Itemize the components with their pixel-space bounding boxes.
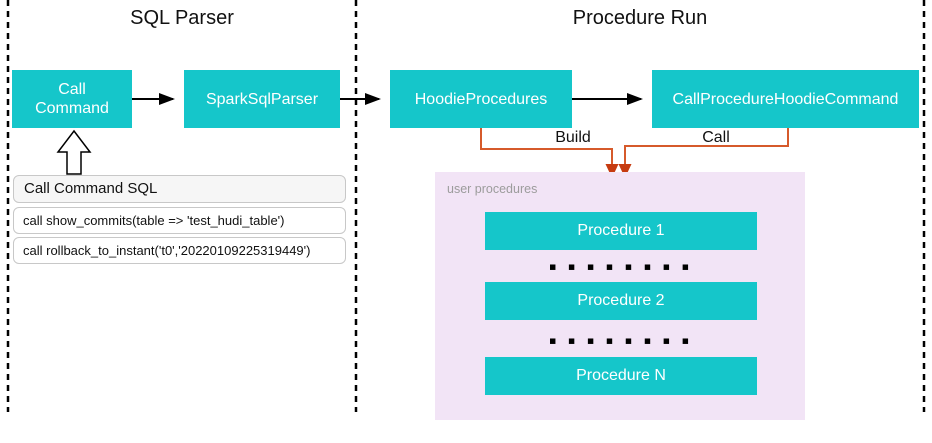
- ellipsis-dots: ▪ ▪ ▪ ▪ ▪ ▪ ▪ ▪: [548, 260, 694, 273]
- node-procedure-1-label: Procedure 1: [577, 222, 665, 239]
- node-procedure-n: Procedure N: [485, 357, 757, 395]
- node-procedure-2: Procedure 2: [485, 282, 757, 320]
- node-call-procedure-hoodie-command: CallProcedureHoodieCommand: [652, 70, 919, 128]
- call-arrowhead-icon: [618, 164, 632, 178]
- node-call-command: Call Command: [12, 70, 132, 128]
- build-arrowhead-icon: [605, 164, 619, 178]
- node-spark-sql-parser-label: SparkSqlParser: [205, 90, 319, 108]
- node-call-procedure-hoodie-command-label: CallProcedureHoodieCommand: [672, 90, 899, 108]
- node-hoodie-procedures-label: HoodieProcedures: [414, 90, 548, 108]
- edge-label-call: Call: [702, 129, 730, 146]
- node-spark-sql-parser: SparkSqlParser: [184, 70, 340, 128]
- call-connector-line: [624, 128, 789, 168]
- node-procedure-n-label: Procedure N: [576, 367, 666, 384]
- node-call-command-label: Call Command: [35, 81, 109, 117]
- edge-label-build: Build: [555, 129, 591, 146]
- section-title-procedure-run: Procedure Run: [572, 7, 708, 29]
- ellipsis-dots: ▪ ▪ ▪ ▪ ▪ ▪ ▪ ▪: [548, 334, 694, 347]
- section-title-sql-parser: SQL Parser: [130, 7, 234, 29]
- node-procedure-1: Procedure 1: [485, 212, 757, 250]
- user-procedures-label: user procedures: [447, 182, 538, 196]
- build-connector-line: [480, 128, 613, 168]
- sql-panel-header: Call Command SQL: [13, 175, 346, 203]
- sql-example-row: call rollback_to_instant('t0','202201092…: [13, 237, 346, 264]
- user-procedures-container: user procedures Procedure 1 ▪ ▪ ▪ ▪ ▪ ▪ …: [435, 172, 805, 420]
- up-arrow-icon: [56, 129, 92, 175]
- sql-example-row: call show_commits(table => 'test_hudi_ta…: [13, 207, 346, 234]
- node-hoodie-procedures: HoodieProcedures: [390, 70, 572, 128]
- node-procedure-2-label: Procedure 2: [577, 292, 665, 309]
